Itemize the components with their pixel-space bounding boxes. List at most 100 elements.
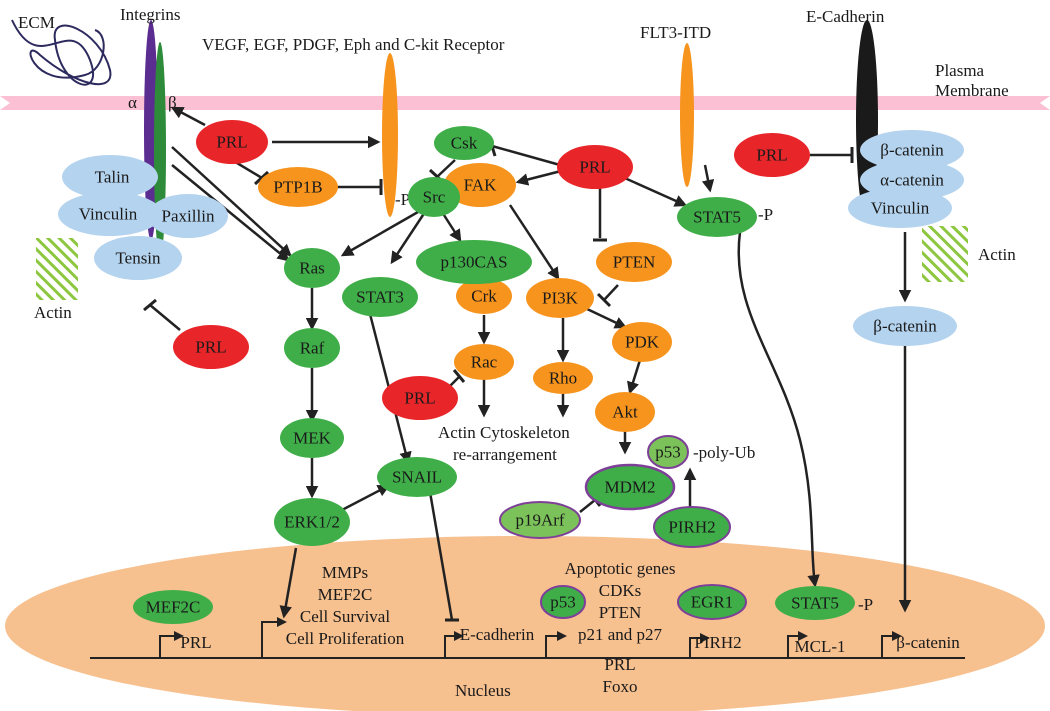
edge-pi3k-pdk [584,306,628,329]
label-prl-2: PRL [579,158,610,177]
actin-left-label: Actin [34,303,72,322]
node-pdk [612,322,672,362]
label-erk: ERK1/2 [284,513,340,532]
label-stat5-nucleus: STAT5 [791,594,839,613]
node-vinculin-right [848,188,952,228]
node-snail [377,457,457,497]
label-a-catenin: α-catenin [880,171,944,190]
label-mef2c: MEF2C [146,598,201,617]
target-mmps: MMPs [322,563,368,582]
edge-p19arf-mdm2 [579,499,596,513]
node-prl-4 [173,325,249,369]
poly-ub-label: -poly-Ub [693,443,755,462]
label-p53-nucleus: p53 [550,593,576,612]
rtk-receptor-icon [382,53,398,217]
edge-csk-src [437,159,456,177]
target-cell-survival: Cell Survival [300,607,390,626]
edge-pten-pi3k [603,284,619,301]
target-p21-p27: p21 and p27 [578,625,663,644]
label-talin: Talin [95,168,130,187]
node-prl-1 [196,120,268,164]
target-mef2c: MEF2C [318,585,373,604]
label-pi3k: PI3K [542,289,579,308]
node-paxillin [148,194,228,238]
stat5-nucleus-phospho-label: -P [858,595,873,614]
node-vinculin-left [58,192,162,236]
label-src: Src [423,188,446,207]
edges [149,106,912,621]
node-stat3 [342,277,418,317]
beta-label: β [168,93,177,112]
target-e-cadherin: E-cadherin [460,625,535,644]
label-mek: MEK [293,429,332,448]
label-stat5-top: STAT5 [693,208,741,227]
node-talin [62,155,158,199]
node-rho [533,362,593,394]
node-p53-nucleus [540,585,586,619]
ecm-label: ECM [18,13,55,32]
actin-left-icon [36,238,78,300]
label-pten: PTEN [613,253,656,272]
label-raf: Raf [300,339,325,358]
label-p53-top: p53 [655,443,681,462]
label-prl-4: PRL [195,338,226,357]
flt3-receptor-icon [680,43,694,187]
label-egr1: EGR1 [691,593,734,612]
edge-pdk-akt [627,359,642,395]
node-stat5-nucleus [775,586,855,620]
target-mcl1: MCL-1 [795,637,846,656]
label-pirh2-node: PIRH2 [668,518,715,537]
node-mek [280,418,344,458]
plasma-membrane [0,96,1050,110]
stat5-phospho-label: -P [758,205,773,224]
node-prl-2 [557,145,633,189]
label-rac: Rac [471,353,498,372]
label-ras: Ras [299,259,325,278]
node-tensin [94,236,182,280]
ecm-fibers [11,19,112,86]
edge-integrin-mek [171,164,290,262]
edge-fak-pi3k [508,204,560,281]
edge-flt3-stat5 [701,164,715,193]
target-apoptotic-genes: Apoptotic genes [565,559,676,578]
e-cadherin-label: E-Cadherin [806,7,885,26]
alpha-label: α [128,93,137,112]
actin-right-label: Actin [978,245,1016,264]
target-pirh2: PIRH2 [694,633,741,652]
label-rho: Rho [549,369,577,388]
label-pdk: PDK [625,333,660,352]
nucleus [5,536,1045,711]
node-raf [284,328,340,368]
membrane-label: Membrane [935,81,1009,100]
node-b-catenin-2 [853,306,957,346]
label-tensin: Tensin [115,249,161,268]
rearrangement-label: re-arrangement [453,445,557,464]
node-mdm2 [584,463,676,511]
node-fak [444,163,516,207]
label-ptp1b: PTP1B [273,178,322,197]
label-prl-5: PRL [404,389,435,408]
label-fak: FAK [464,176,497,195]
edge-erk-snail [341,484,391,512]
node-egr1 [677,584,747,620]
target-pten: PTEN [599,603,642,622]
node-crk [456,278,512,314]
label-stat3: STAT3 [356,288,404,307]
target-cdks: CDKs [599,581,642,600]
node-erk [274,498,350,546]
node-src [408,177,460,217]
node-pten [596,242,672,282]
actin-right-icon [922,226,968,282]
node-p53-top [647,435,689,469]
nucleus-label: Nucleus [455,681,511,700]
node-mef2c [133,590,213,624]
edge-src-stat3 [390,211,427,265]
node-b-catenin-1 [860,130,964,170]
edge-prl-stat5 [617,173,688,207]
label-prl-3: PRL [756,146,787,165]
target-foxo: Foxo [603,677,638,696]
target-prl: PRL [180,633,211,652]
label-akt: Akt [612,403,638,422]
label-csk: Csk [451,134,478,153]
